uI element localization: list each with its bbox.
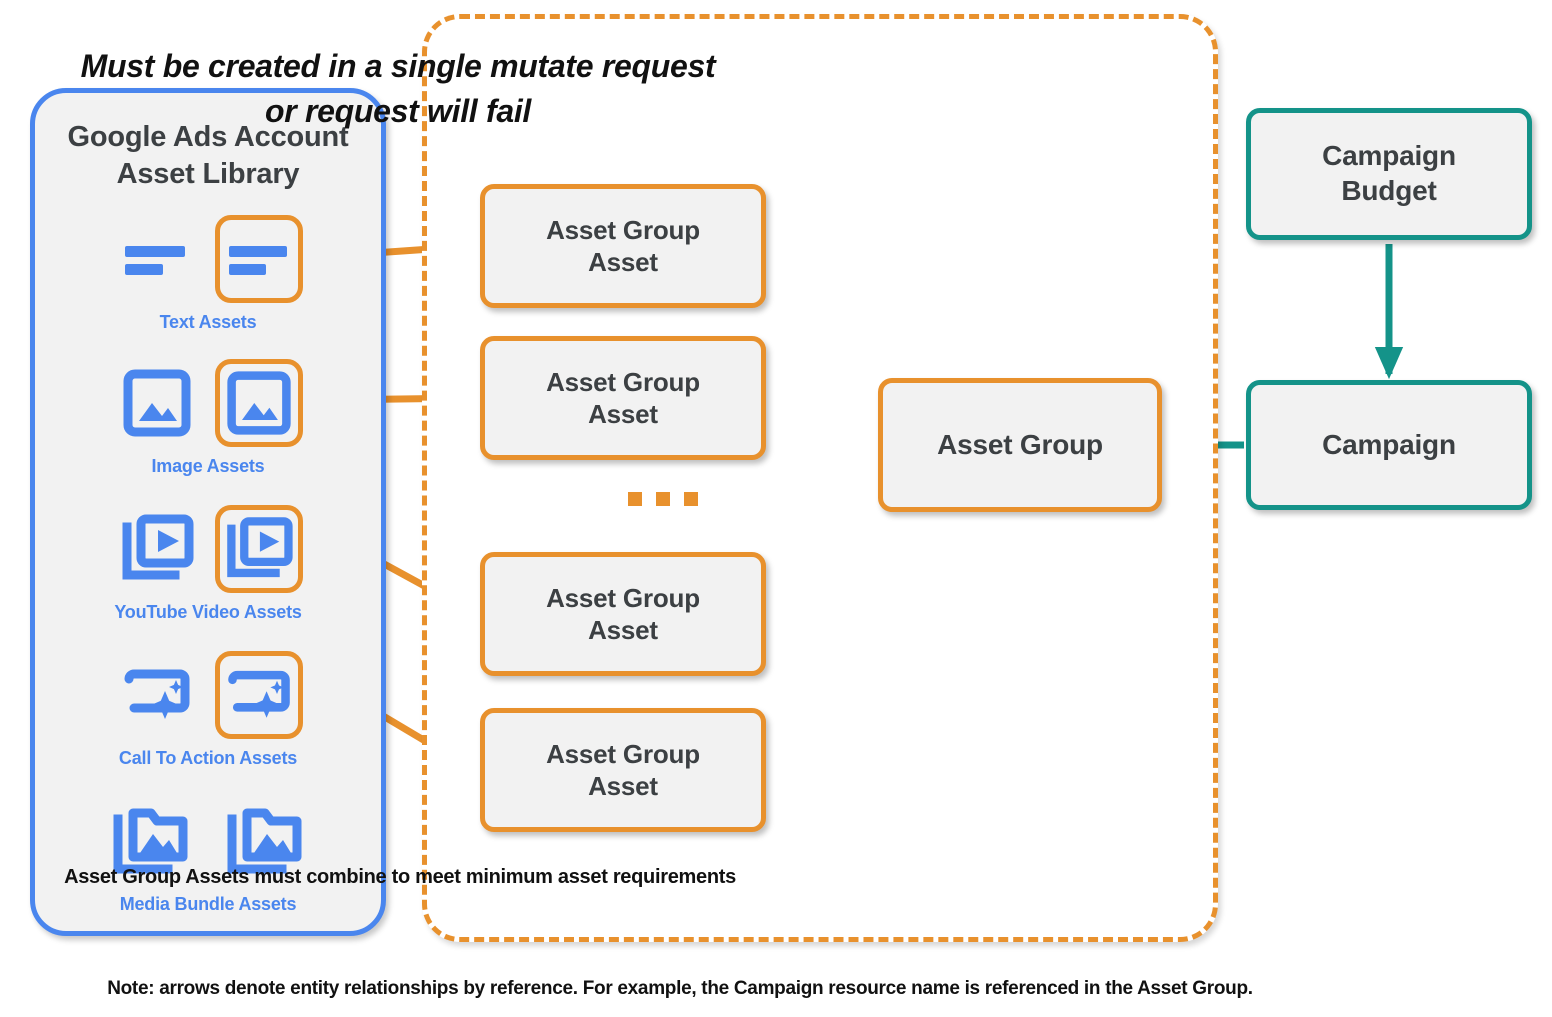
asset-caption-video: YouTube Video Assets (114, 602, 302, 622)
asset-row-text: Text Assets (35, 211, 381, 333)
ellipsis-dot-1 (628, 492, 642, 506)
asset-group-asset-label-1a: Asset Group (546, 214, 700, 245)
asset-group-asset-label-1b: Asset (588, 247, 658, 277)
mutate-request-header-line1: Must be created in a single mutate reque… (80, 48, 716, 84)
asset-caption-media-bundle: Media Bundle Assets (119, 894, 297, 914)
asset-caption-text: Text Assets (159, 312, 257, 332)
asset-row-video: YouTube Video Assets (35, 501, 381, 623)
asset-row-cta: Call To Action Assets (35, 647, 381, 769)
text-lines-icon (113, 215, 201, 303)
asset-library-panel: Google Ads Account Asset Library (30, 88, 386, 936)
campaign-budget-box[interactable]: Campaign Budget (1246, 108, 1532, 240)
media-bundle-folder-icon (107, 797, 195, 885)
mutate-request-footer: Asset Group Assets must combine to meet … (64, 866, 736, 888)
ellipsis-dot-2 (656, 492, 670, 506)
asset-group-asset-box-2[interactable]: Asset Group Asset (480, 336, 766, 460)
video-stack-icon-highlighted[interactable] (215, 505, 303, 593)
asset-group-asset-box-1[interactable]: Asset Group Asset (480, 184, 766, 308)
asset-group-asset-label-3b: Asset (588, 615, 658, 645)
asset-group-asset-label-4a: Asset Group (546, 738, 700, 769)
asset-group-asset-box-3[interactable]: Asset Group Asset (480, 552, 766, 676)
call-to-action-sparkle-icon (113, 651, 201, 739)
asset-library-title-line1: Google Ads Account (67, 121, 349, 153)
image-icon-highlighted[interactable] (215, 359, 303, 447)
asset-caption-cta: Call To Action Assets (118, 748, 298, 768)
video-stack-icon (113, 505, 201, 593)
asset-library-title-line2: Asset Library (116, 158, 300, 191)
campaign-budget-label-line1: Campaign (1322, 140, 1456, 172)
asset-group-asset-label-3a: Asset Group (546, 582, 700, 613)
mutate-request-header: Must be created in a single mutate reque… (40, 44, 756, 135)
asset-group-asset-label-2a: Asset Group (546, 366, 700, 397)
call-to-action-sparkle-icon-highlighted[interactable] (215, 651, 303, 739)
ellipsis-indicator (628, 492, 698, 506)
asset-group-asset-label-2b: Asset (588, 399, 658, 429)
campaign-budget-label-line2: Budget (1341, 175, 1437, 206)
asset-group-label: Asset Group (937, 428, 1103, 460)
asset-row-image: Image Assets (35, 355, 381, 477)
asset-caption-image: Image Assets (151, 456, 265, 476)
asset-group-box[interactable]: Asset Group (878, 378, 1162, 512)
diagram-note: Note: arrows denote entity relationships… (107, 978, 1253, 999)
campaign-box[interactable]: Campaign (1246, 380, 1532, 510)
text-lines-icon-highlighted[interactable] (215, 215, 303, 303)
asset-group-asset-label-4b: Asset (588, 771, 658, 801)
media-bundle-folder-icon-2 (221, 797, 309, 885)
campaign-label: Campaign (1322, 428, 1456, 460)
asset-row-media-bundle: Media Bundle Assets (35, 793, 381, 915)
mutate-request-header-line2: or request will fail (264, 93, 532, 130)
image-icon (113, 359, 201, 447)
ellipsis-dot-3 (684, 492, 698, 506)
asset-group-asset-box-4[interactable]: Asset Group Asset (480, 708, 766, 832)
asset-library-title: Google Ads Account Asset Library (35, 119, 381, 193)
